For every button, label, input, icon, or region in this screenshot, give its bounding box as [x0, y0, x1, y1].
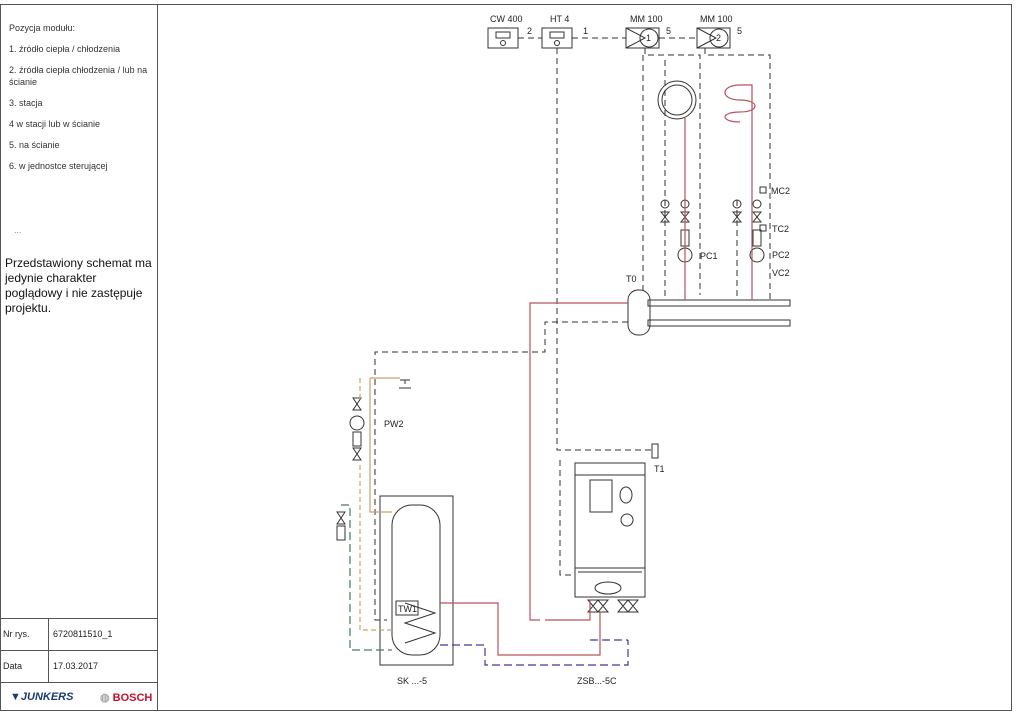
- pump-pw2-icon: [349, 415, 365, 431]
- dhw-pipe: [369, 377, 400, 513]
- supply-pipe: [684, 84, 753, 300]
- bosch-logo: ◍ BOSCH: [100, 692, 153, 704]
- cold-water-pipe: [341, 504, 392, 651]
- module-position: 5: [666, 26, 671, 36]
- label-pw2: PW2: [384, 419, 404, 429]
- module-position: 5: [737, 26, 742, 36]
- storage-tank-sk: [379, 495, 454, 666]
- module-label: MM 100: [630, 14, 663, 24]
- label-t0: T0: [626, 274, 637, 284]
- radiator-icon: [657, 80, 697, 120]
- legend-item: 3. stacja: [9, 98, 43, 108]
- label-tw1: TW1: [398, 604, 417, 614]
- module-position: 1: [583, 26, 588, 36]
- label-pc1: PC1: [700, 251, 718, 261]
- junkers-logo: ▼JUNKERS: [10, 691, 74, 703]
- drawing-number-label: Nr rys.: [3, 629, 30, 639]
- distribution-header-return: [647, 319, 791, 327]
- module-position: 2: [527, 26, 532, 36]
- distribution-header-supply: [647, 299, 791, 307]
- date-row: Data 17.03.2017: [0, 650, 157, 683]
- legend-item: 1. źródło ciepła / chłodzenia: [9, 44, 121, 54]
- legend-item: 5. na ścianie: [9, 140, 60, 150]
- label-tc2: TC2: [772, 224, 789, 234]
- drawing-number: 6720811510_1: [53, 629, 113, 639]
- legend-item: 4 w stacji lub w ścianie: [9, 119, 101, 129]
- hydraulic-separator: [627, 289, 651, 336]
- legend-ellipsis: ...: [14, 225, 22, 235]
- pump-pc2-icon: [749, 247, 765, 263]
- date-value: 17.03.2017: [53, 661, 99, 671]
- label-tank: SK ...-5: [397, 676, 427, 686]
- legend-panel: Pozycja modułu: 1. źródło ciepła / chłod…: [0, 4, 158, 711]
- legend-title: Pozycja modułu:: [9, 23, 76, 33]
- disclaimer-note: Przedstawiony schemat ma jedynie charakt…: [5, 256, 152, 315]
- logo-strip: ▼JUNKERS ◍ BOSCH: [0, 682, 157, 712]
- drawing-number-row: Nr rys. 6720811510_1: [0, 618, 157, 651]
- boiler-zsb: [574, 462, 646, 598]
- label-pc2: PC2: [772, 250, 790, 260]
- module-label: CW 400: [490, 14, 523, 24]
- legend-item: 6. w jednostce sterującej: [9, 161, 108, 171]
- legend-item: 2. źródła ciepła chłodzenia / lub na ści…: [9, 65, 148, 87]
- control-wiring: [374, 37, 771, 621]
- circuit-number: 1: [646, 33, 651, 43]
- label-vc2: VC2: [772, 268, 790, 278]
- circuit-number: 2: [716, 33, 721, 43]
- date-label: Data: [3, 661, 23, 671]
- module-label: MM 100: [700, 14, 733, 24]
- mm100-module-2: [696, 27, 731, 49]
- label-mc2: MC2: [771, 186, 790, 196]
- module-label: HT 4: [550, 14, 569, 24]
- label-t1: T1: [654, 464, 665, 474]
- label-boiler: ZSB...-5C: [577, 676, 617, 686]
